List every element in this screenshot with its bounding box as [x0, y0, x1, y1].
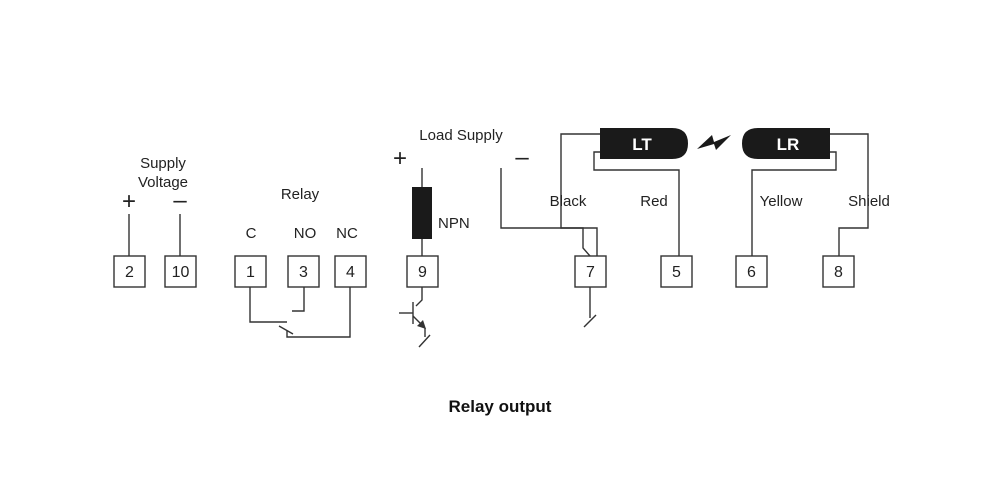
load-supply-label: Load Supply [419, 127, 503, 144]
terminal-9: 9 [406, 255, 439, 288]
terminal-4-label: 4 [346, 264, 355, 281]
terminal-7: 7 [574, 255, 607, 288]
wire-label-black: Black [550, 193, 587, 210]
transistor-collector [415, 287, 423, 307]
wire-label-yellow: Yellow [760, 193, 803, 210]
relay-label: Relay [281, 186, 320, 203]
npn-load-block [412, 187, 432, 239]
diagram-caption: Relay output [449, 397, 552, 416]
terminal-6: 6 [735, 255, 768, 288]
relay-contact-nc: NC [336, 225, 358, 242]
terminal-3: 3 [287, 255, 320, 288]
terminal-2: 2 [113, 255, 146, 288]
terminal-block: 2 10 1 3 4 9 7 5 [113, 255, 855, 288]
sensor-receiver [742, 128, 830, 159]
terminal-3-label: 3 [299, 264, 308, 281]
wire-shield [830, 133, 869, 256]
terminal-1: 1 [234, 255, 267, 288]
relay-contact-c: C [246, 225, 257, 242]
terminal-7-label: 7 [586, 264, 595, 281]
terminal-5: 5 [660, 255, 693, 288]
terminal-5-label: 5 [672, 264, 681, 281]
sensor-transmitter [600, 128, 688, 159]
terminal-6-label: 6 [747, 264, 756, 281]
terminal-4: 4 [334, 255, 367, 288]
npn-label: NPN [438, 215, 470, 232]
terminal-1-label: 1 [246, 264, 255, 281]
terminal-2-label: 2 [125, 264, 134, 281]
supply-label-line1: Supply [140, 155, 186, 172]
supply-label-line2: Voltage [138, 174, 188, 191]
wire-yellow [751, 151, 837, 256]
relay-contact-no: NO [294, 225, 317, 242]
supply-voltage-group: Supply Voltage + – [122, 155, 188, 256]
relay-nc-wire [286, 287, 351, 338]
load-minus-sign: – [515, 144, 529, 171]
supply-minus-sign: – [173, 187, 187, 214]
relay-switch-blade [278, 325, 294, 335]
wire-label-red: Red [640, 193, 668, 210]
transistor-emitter-arrow [417, 320, 426, 329]
wire-black [560, 133, 600, 256]
load-supply-group: Load Supply + – NPN [393, 127, 591, 257]
load-minus-wire [500, 168, 591, 257]
ground-tick [583, 314, 597, 328]
light-beam-icon [697, 135, 731, 150]
sensor-receiver-label: LR [777, 135, 800, 154]
terminal-9-label: 9 [418, 264, 427, 281]
wire-red [593, 151, 680, 256]
load-plus-sign: + [393, 145, 407, 172]
relay-no-wire [292, 287, 305, 312]
terminal-10-label: 10 [172, 264, 190, 281]
terminal-10: 10 [164, 255, 197, 288]
relay-c-wire [249, 287, 287, 323]
sensor-group: LT LR Black Red Yellow Shield [550, 128, 890, 328]
transistor-ground-tick [418, 334, 431, 348]
supply-plus-sign: + [122, 188, 136, 215]
relay-group: Relay C NO NC [246, 186, 358, 338]
wire-label-shield: Shield [848, 193, 890, 210]
terminal-8-label: 8 [834, 264, 843, 281]
sensor-transmitter-label: LT [632, 135, 652, 154]
terminal-8: 8 [822, 255, 855, 288]
npn-transistor-icon [399, 287, 431, 348]
